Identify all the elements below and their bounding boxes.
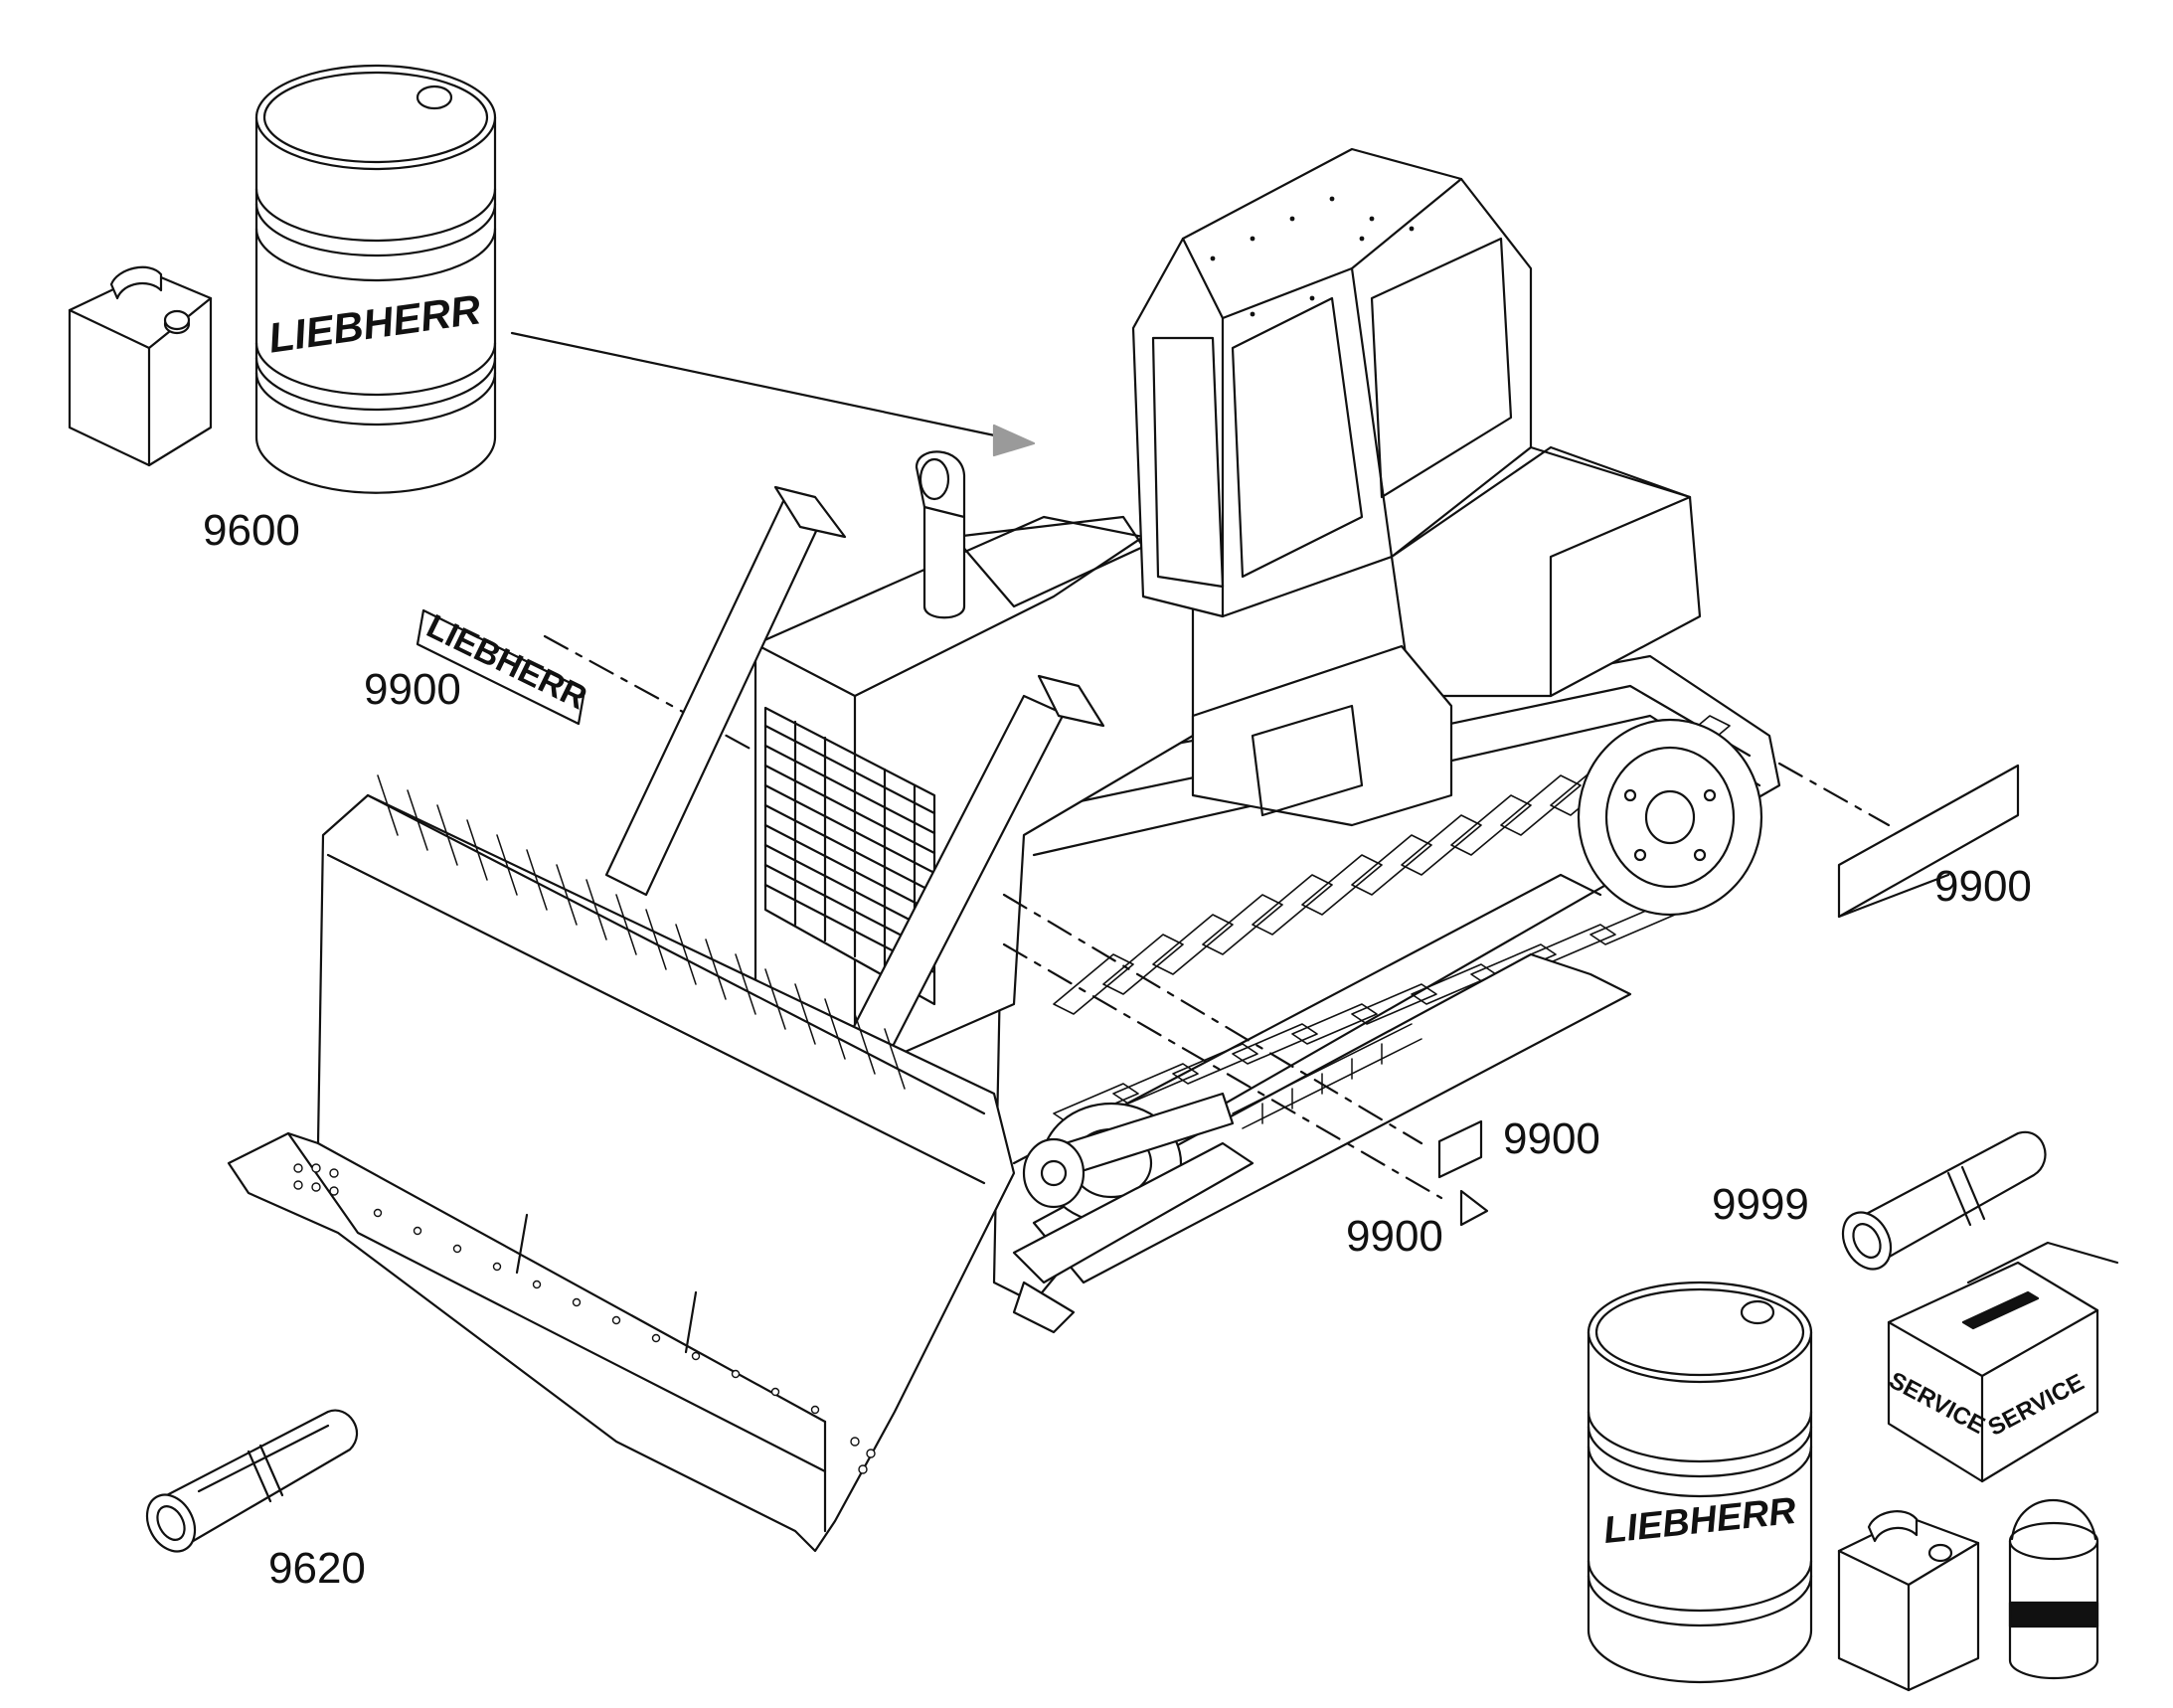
sprocket-icon <box>1577 718 1763 917</box>
rear-decal <box>1777 762 2020 919</box>
crawler-dozer <box>227 147 1781 1553</box>
canister-icon <box>68 265 213 467</box>
service-box-icon: SERVICE SERVICE <box>1885 1241 2119 1483</box>
fill-arrow <box>510 331 1036 457</box>
service-drum-icon: LIEBHERR <box>1587 1281 1813 1684</box>
oil-drum-group: LIEBHERR <box>68 64 497 494</box>
dozer-blade <box>227 774 1016 1553</box>
oil-drum-icon: LIEBHERR <box>254 64 497 494</box>
callout-document-roll: 9620 <box>268 1544 366 1593</box>
callout-liebherr-decal: 9900 <box>364 665 461 714</box>
callout-oil-drum: 9600 <box>203 506 300 555</box>
service-kit-group: SERVICE SERVICE LIEBHERR <box>1587 1130 2119 1692</box>
callout-small-decal: 9900 <box>1503 1114 1600 1163</box>
service-roll-icon <box>1841 1130 2047 1271</box>
arrow-decal <box>1002 942 1489 1227</box>
track-assembly <box>992 654 1781 1334</box>
callout-rear-decal: 9900 <box>1934 862 2032 911</box>
paint-can-icon <box>2008 1498 2099 1680</box>
service-canister-icon <box>1837 1510 1980 1692</box>
document-roll-icon <box>145 1409 359 1553</box>
small-decal <box>1002 893 1483 1179</box>
lift-cylinders <box>604 485 1105 1064</box>
callout-service-kit: 9999 <box>1712 1180 1809 1229</box>
callout-arrow-decal: 9900 <box>1346 1212 1443 1261</box>
